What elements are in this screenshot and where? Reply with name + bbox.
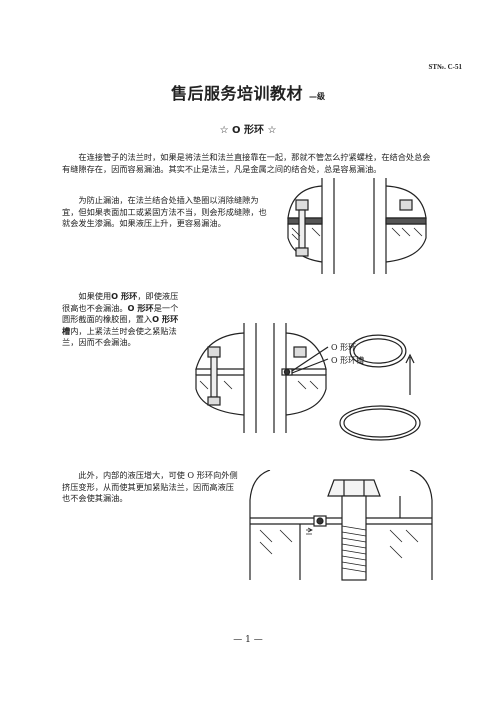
o-ring-label: O 形环 (331, 343, 357, 352)
flange-gasket-figure (287, 178, 427, 274)
p3-text-c: ，即使液压很高也不会漏油。 (62, 291, 179, 313)
section-heading: ☆ O 形环 ☆ (219, 125, 277, 136)
p3-text-a: 如果使用 (78, 291, 112, 301)
p3-text-e: 是一个圆形截面的橡胶圈，置入 (62, 302, 179, 325)
paragraph-1: 在连接管子的法兰时，如果是将法兰和法兰直接靠在一起，那就不管怎么拧紧螺栓，在结合… (62, 152, 431, 174)
p3-bold-groove: O 形环槽 (62, 314, 179, 336)
p3-bold-oring: O 形环 (111, 291, 138, 301)
paragraph-2: 为防止漏油，在法兰结合处插入垫圈以消除缝隙为宜，但如果表面加工或紧固方法不当，则… (62, 195, 267, 228)
title-row: 售后服务培训教材 —级 (0, 80, 496, 104)
p3-text-g: 内，上紧法兰时会使之紧贴法兰，因而不会漏油。 (62, 325, 177, 348)
title-level: —级 (309, 92, 325, 101)
document-number: ST№. C-51 (428, 63, 462, 71)
p3-bold-oring-2: O 形环 (127, 302, 154, 313)
paragraph-3: 如果使用O 形环，即使液压很高也不会漏油。O 形环是一个圆形截面的橡胶圈，置入O… (62, 291, 184, 349)
paragraph-4: 此外，内部的液压增大，可使 O 形环向外侧挤压变形，从而使其更加紧贴法兰，因而高… (62, 470, 238, 503)
o-ring-groove-label: O 形环槽 (331, 356, 365, 365)
page-title: 售后服务培训教材 (170, 84, 303, 103)
o-ring-flange-figure (195, 323, 421, 441)
page-number: — 1 — (233, 635, 263, 645)
high-pressure-figure (249, 470, 433, 581)
